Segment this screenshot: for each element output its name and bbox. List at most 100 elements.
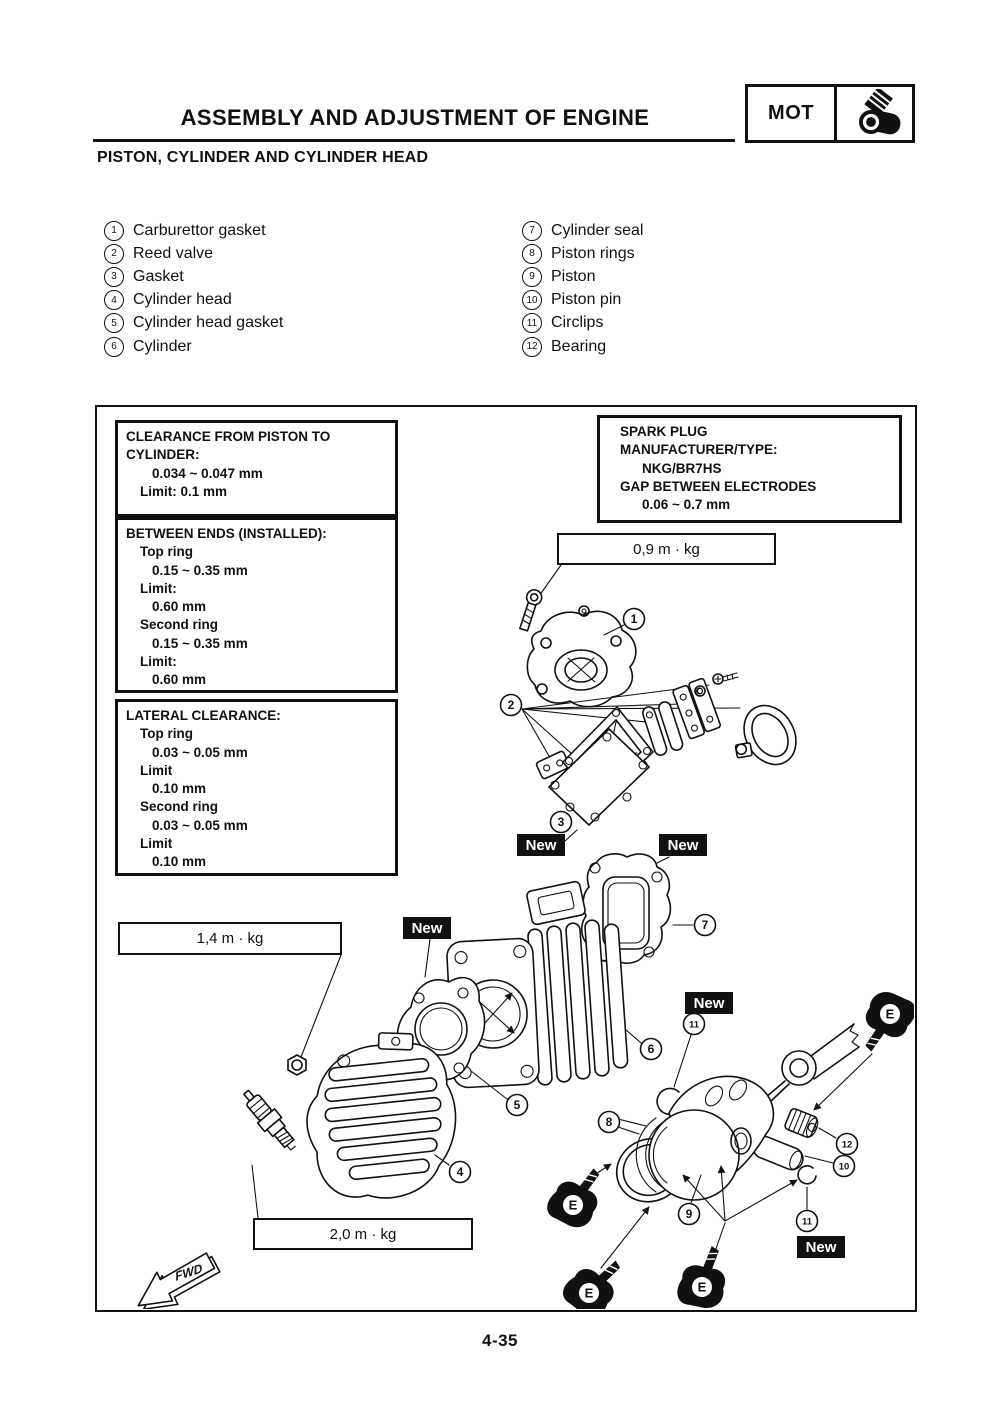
part-label: Carburettor gasket	[133, 221, 266, 239]
spec-line: Top ring	[140, 726, 193, 742]
spec-line: Second ring	[140, 799, 219, 815]
svg-text:New: New	[694, 995, 725, 1012]
part-number: 12	[522, 336, 542, 357]
part-label: Cylinder	[133, 337, 192, 355]
svg-text:11: 11	[689, 1020, 700, 1031]
new-label: New	[797, 1236, 845, 1258]
svg-text:3: 3	[558, 815, 565, 829]
spec-line: 0.034 ~ 0.047 mm	[152, 465, 263, 481]
oil-can-e: E	[547, 1168, 600, 1228]
connecting-rod	[764, 1023, 860, 1103]
part-number: 1	[104, 220, 124, 241]
spec-line: 0.03 ~ 0.05 mm	[152, 744, 248, 760]
svg-text:2: 2	[508, 698, 515, 712]
part-number: 6	[104, 336, 124, 357]
circlip-bottom	[797, 1165, 817, 1211]
mot-badge: MOT	[745, 84, 915, 143]
engine-icon	[837, 87, 912, 140]
svg-text:E: E	[886, 1007, 895, 1022]
callout-5: 5	[505, 1093, 529, 1117]
svg-text:4: 4	[457, 1165, 464, 1179]
spec-line: 0.10 mm	[152, 854, 207, 870]
part-label: Piston rings	[551, 244, 635, 262]
part-item: 10 Piston pin	[522, 289, 643, 312]
svg-text:E: E	[585, 1286, 594, 1301]
spec-line: Limit: 0.1 mm	[140, 483, 228, 499]
grease-arrows	[584, 1053, 873, 1269]
mot-label: MOT	[748, 87, 837, 140]
svg-text:11: 11	[802, 1217, 813, 1228]
callout-1: 1	[622, 607, 646, 631]
bearing	[784, 1107, 819, 1139]
spec-line: GAP BETWEEN ELECTRODES	[620, 478, 817, 494]
part-label: Reed valve	[133, 244, 214, 262]
svg-text:New: New	[668, 837, 699, 854]
hose-clamp	[734, 704, 797, 766]
svg-text:9: 9	[686, 1207, 693, 1221]
part-number: 7	[522, 220, 542, 241]
part-item: 1 Carburettor gasket	[104, 219, 283, 242]
spec-line: 0.03 ~ 0.05 mm	[152, 817, 248, 833]
part-number: 10	[522, 290, 542, 311]
spec-line: 0.15 ~ 0.35 mm	[152, 562, 248, 578]
spec-line: 0.60 mm	[152, 672, 207, 688]
fwd-arrow: FWD	[137, 1252, 221, 1309]
spec-line: Limit	[140, 762, 173, 778]
part-item: 7 Cylinder seal	[522, 219, 643, 242]
title-rule	[93, 139, 735, 142]
torque-label-spark-plug: 2,0 m · kg	[253, 1218, 473, 1250]
spark-plug	[243, 1089, 296, 1151]
spec-line: Second ring	[140, 617, 219, 633]
part-label: Cylinder seal	[551, 221, 644, 239]
part-number: 4	[104, 290, 124, 311]
spec-line: 0.10 mm	[152, 781, 207, 797]
exploded-diagram: New New New	[95, 405, 917, 1312]
callout-6: 6	[639, 1037, 663, 1061]
spec-box-piston-clearance: CLEARANCE FROM PISTON TO CYLINDER: 0.034…	[115, 420, 398, 517]
part-number: 3	[104, 266, 124, 287]
torque-label-carb-joint: 0,9 m · kg	[557, 533, 776, 565]
cylinder-head	[306, 1032, 457, 1199]
part-number: 5	[104, 313, 124, 334]
callout-9: 9	[677, 1202, 701, 1226]
spec-line: 0.06 ~ 0.7 mm	[642, 497, 731, 513]
new-label: New	[517, 834, 565, 856]
page-title: ASSEMBLY AND ADJUSTMENT OF ENGINE	[180, 105, 650, 130]
spec-line: Limit:	[140, 654, 177, 670]
callout-10: 10	[832, 1154, 856, 1178]
svg-text:6: 6	[648, 1042, 655, 1056]
spec-line: Top ring	[140, 544, 193, 560]
spec-line: Limit:	[140, 580, 177, 596]
svg-text:12: 12	[842, 1140, 853, 1151]
spec-line: SPARK PLUG	[620, 424, 708, 439]
spec-title: CLEARANCE FROM PISTON TO CYLINDER:	[126, 429, 331, 463]
part-label: Bearing	[551, 337, 607, 355]
callout-7: 7	[693, 913, 717, 937]
svg-text:1: 1	[631, 612, 638, 626]
spec-title: BETWEEN ENDS (INSTALLED):	[126, 526, 327, 541]
svg-text:8: 8	[606, 1115, 613, 1129]
part-item: 12 Bearing	[522, 335, 643, 358]
callout-4: 4	[448, 1160, 472, 1184]
carburettor-joint	[526, 605, 637, 708]
svg-text:E: E	[569, 1198, 578, 1213]
bolt	[519, 589, 543, 632]
spec-line: MANUFACTURER/TYPE:	[620, 442, 778, 458]
svg-text:10: 10	[839, 1162, 850, 1173]
svg-text:New: New	[526, 837, 557, 854]
callout-11b: 11	[795, 1209, 819, 1233]
part-label: Piston pin	[551, 291, 622, 309]
oil-can-e: E	[677, 1246, 726, 1309]
part-number: 9	[522, 266, 542, 287]
part-item: 6 Cylinder	[104, 335, 283, 358]
spec-box-lateral-clearance: LATERAL CLEARANCE: Top ring 0.03 ~ 0.05 …	[115, 699, 398, 876]
spec-title: LATERAL CLEARANCE:	[126, 708, 281, 723]
